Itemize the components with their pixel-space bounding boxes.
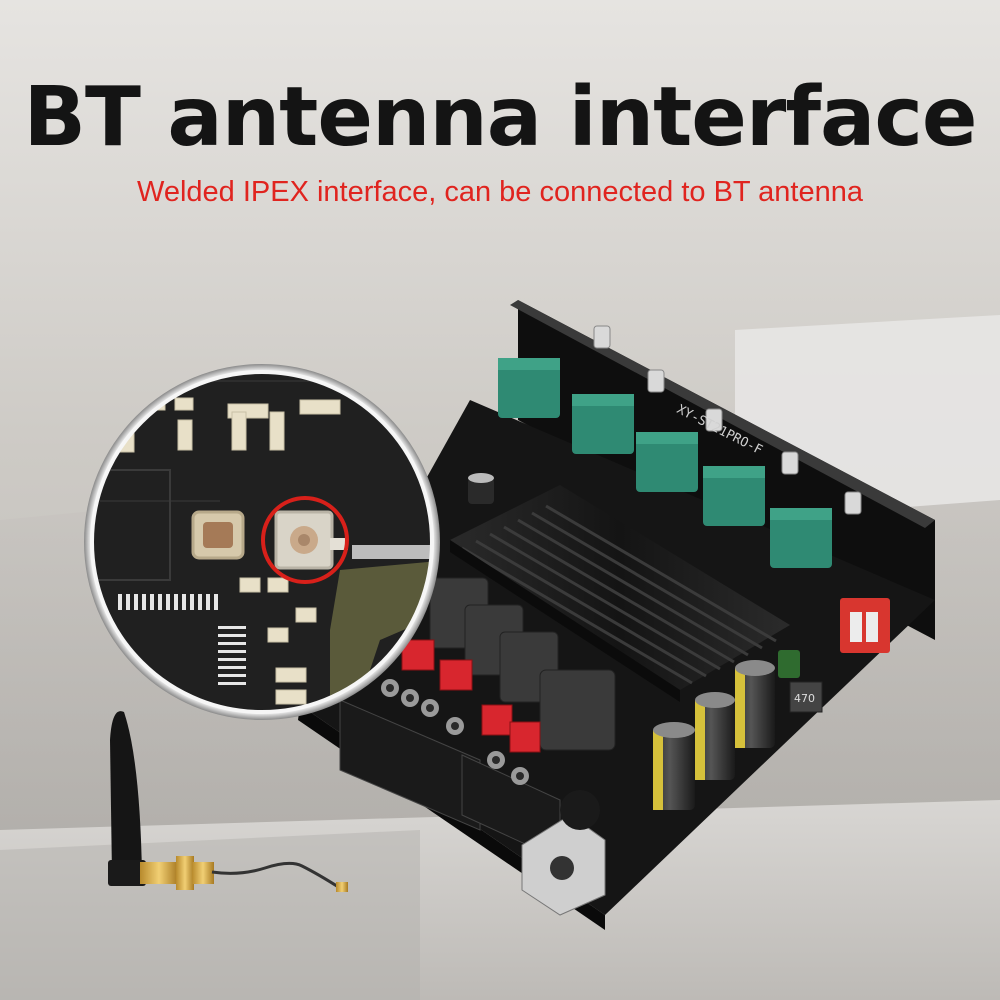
magnifier-lens — [84, 364, 440, 720]
inductor-470: 470 — [789, 681, 823, 713]
ipex-highlight-circle — [261, 496, 349, 584]
page-title: BT antenna interface — [23, 70, 977, 165]
heatsink — [450, 485, 790, 702]
amplifier-board: XY-ST21PRO-F — [298, 300, 935, 930]
dc-power-jack — [521, 790, 606, 916]
ipex-connector-icon — [274, 510, 348, 570]
screw-terminals — [339, 679, 561, 861]
crystal-oscillator — [191, 510, 245, 560]
knob-shafts — [593, 325, 862, 515]
capacitors — [468, 473, 800, 810]
bt-antenna-icon — [108, 711, 348, 892]
potentiometers — [498, 358, 832, 568]
inductor-marking: 470 — [794, 692, 815, 705]
power-switch — [840, 598, 890, 653]
page-subtitle: Welded IPEX interface, can be connected … — [136, 176, 864, 208]
red-terminal-blocks — [401, 639, 541, 753]
inductors — [429, 577, 616, 751]
